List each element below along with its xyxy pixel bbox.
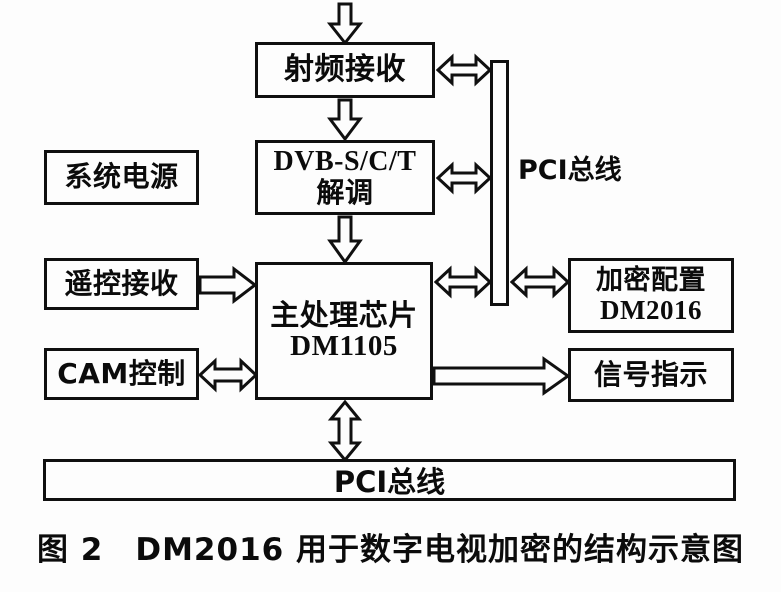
block-main-processor: 主处理芯片 DM1105 <box>255 262 433 400</box>
pci-bus-bottom-bar: PCI总线 <box>43 459 736 501</box>
arrow-rf-to-bus <box>436 50 492 90</box>
block-main-processor-line2: DM1105 <box>290 330 398 362</box>
block-demodulator: DVB-S/C/T 解调 <box>255 140 435 215</box>
block-signal-indicator: 信号指示 <box>568 348 734 402</box>
pci-bus-vertical-text: PCI总线 <box>518 155 622 186</box>
block-system-power: 系统电源 <box>44 150 199 205</box>
arrow-input-to-rf <box>325 2 365 46</box>
arrow-rf-to-demod <box>325 98 365 142</box>
arrow-main-to-signal <box>432 356 570 396</box>
figure-caption-text: 图 2 DM2016 用于数字电视加密的结构示意图 <box>36 532 744 568</box>
block-crypto-config: 加密配置 DM2016 <box>568 258 734 333</box>
pci-bus-vertical-label: PCI总线 <box>518 148 622 187</box>
block-crypto-config-line1: 加密配置 <box>596 265 706 297</box>
block-rf-receiver: 射频接收 <box>255 42 435 98</box>
arrow-demod-to-main <box>325 215 365 265</box>
arrow-remote-to-main <box>198 266 258 304</box>
arrow-cam-to-main <box>198 355 258 395</box>
figure-caption: 图 2 DM2016 用于数字电视加密的结构示意图 <box>0 524 781 569</box>
block-cam-control-label: CAM控制 <box>57 356 186 390</box>
block-main-processor-line1: 主处理芯片 <box>270 297 418 332</box>
arrow-bus-to-crypto <box>510 262 570 302</box>
block-cam-control: CAM控制 <box>44 348 199 400</box>
pci-bus-bottom-label: PCI总线 <box>333 465 446 499</box>
pci-bus-vertical-bar <box>490 60 509 306</box>
block-demodulator-line2: 解调 <box>316 175 374 209</box>
arrow-main-to-pci-bottom <box>325 400 365 462</box>
block-system-power-label: 系统电源 <box>64 160 179 194</box>
block-remote-receiver-label: 遥控接收 <box>64 266 179 300</box>
block-crypto-config-line2: DM2016 <box>600 294 702 325</box>
arrow-main-to-bus <box>434 262 492 302</box>
block-remote-receiver: 遥控接收 <box>44 258 199 310</box>
block-signal-indicator-label: 信号指示 <box>593 357 708 391</box>
block-rf-receiver-label: 射频接收 <box>284 51 406 87</box>
block-demodulator-line1: DVB-S/C/T <box>273 146 417 178</box>
arrow-demod-to-bus <box>436 158 492 198</box>
